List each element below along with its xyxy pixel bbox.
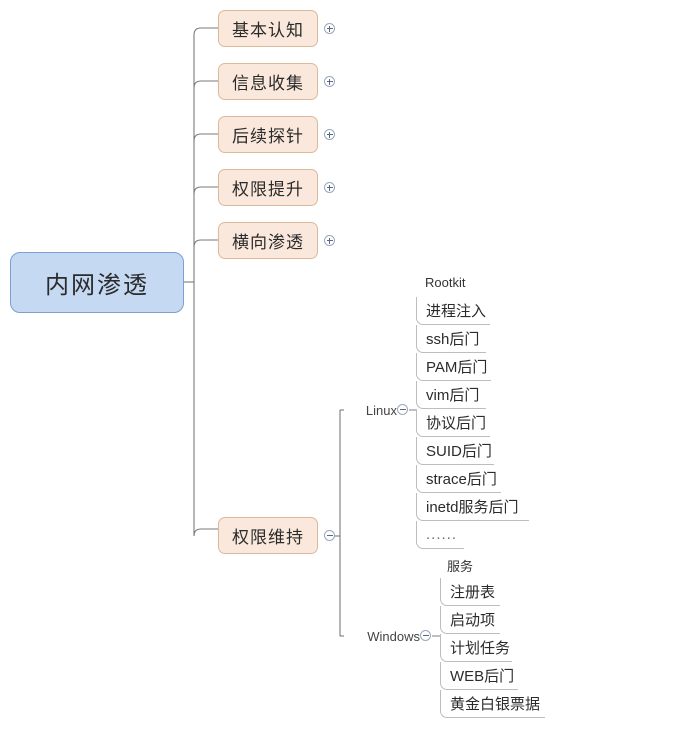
leaf-item[interactable]: 黄金白银票据	[440, 690, 545, 718]
root-node[interactable]: 内网渗透	[10, 252, 184, 313]
leaf-label: vim后门	[426, 387, 480, 404]
leaf-label: 计划任务	[450, 640, 511, 657]
leaf-label: inetd服务后门	[426, 499, 519, 516]
leaf-label: 进程注入	[426, 303, 487, 320]
leaf-item[interactable]: 计划任务	[440, 634, 512, 662]
leaf-item[interactable]: inetd服务后门	[416, 493, 529, 521]
platform-label-text: Linux	[365, 403, 397, 418]
circle-plus-icon-info-gathering[interactable]	[324, 76, 335, 87]
branch-label: 信息收集	[232, 74, 304, 93]
leaf-label: 启动项	[450, 612, 496, 629]
leaf-label: 协议后门	[426, 415, 487, 432]
branch-node-info-gathering[interactable]: 信息收集	[218, 63, 318, 100]
branch-label: 权限提升	[232, 180, 304, 199]
leaf-label: ......	[426, 526, 458, 543]
branch-node-privilege-escalation[interactable]: 权限提升	[218, 169, 318, 206]
platform-label-windows[interactable]: Windows	[345, 629, 420, 644]
circle-plus-icon-lateral-movement[interactable]	[324, 235, 335, 246]
circle-plus-icon-privilege-escalation[interactable]	[324, 182, 335, 193]
platform-label-text: Windows	[367, 629, 420, 644]
circle-plus-icon-follow-up-probe[interactable]	[324, 129, 335, 140]
root-node-label: 内网渗透	[45, 272, 149, 299]
leaf-label: strace后门	[426, 471, 497, 488]
leaf-item[interactable]: SUID后门	[416, 437, 494, 465]
leaf-item[interactable]: PAM后门	[416, 353, 491, 381]
circle-plus-icon-basic-cognition[interactable]	[324, 23, 335, 34]
leaf-item[interactable]: 协议后门	[416, 409, 490, 437]
leaf-item[interactable]: ssh后门	[416, 325, 486, 353]
leaf-label: PAM后门	[426, 359, 488, 376]
leaf-item[interactable]: 启动项	[440, 606, 500, 634]
circle-minus-icon-windows[interactable]	[420, 630, 431, 641]
branch-node-follow-up-probe[interactable]: 后续探针	[218, 116, 318, 153]
platform-label-linux[interactable]: Linux	[345, 403, 397, 418]
leaf-item[interactable]: strace后门	[416, 465, 501, 493]
leaf-item[interactable]: vim后门	[416, 381, 486, 409]
leaf-label: 黄金白银票据	[450, 696, 541, 713]
branch-label: 横向渗透	[232, 233, 304, 252]
leaf-item[interactable]: 进程注入	[416, 297, 490, 325]
branch-label: 权限维持	[232, 528, 304, 547]
group-label-service[interactable]: 服务	[447, 556, 473, 575]
branch-label: 基本认知	[232, 21, 304, 40]
leaf-label: SUID后门	[426, 443, 492, 460]
circle-minus-icon-linux[interactable]	[397, 404, 408, 415]
leaf-label: WEB后门	[450, 668, 515, 685]
leaf-item[interactable]: 注册表	[440, 578, 500, 606]
group-label-text: Rootkit	[425, 275, 466, 290]
branch-node-lateral-movement[interactable]: 横向渗透	[218, 222, 318, 259]
leaf-item-ellipsis[interactable]: ......	[416, 521, 464, 549]
branch-node-basic-cognition[interactable]: 基本认知	[218, 10, 318, 47]
leaf-item[interactable]: WEB后门	[440, 662, 518, 690]
leaf-label: ssh后门	[426, 331, 480, 348]
branch-label: 后续探针	[232, 127, 304, 146]
group-label-text: 服务	[447, 559, 474, 574]
leaf-label: 注册表	[450, 584, 496, 601]
circle-minus-icon-persistence[interactable]	[324, 530, 335, 541]
group-label-rootkit[interactable]: Rootkit	[425, 275, 465, 290]
branch-node-persistence[interactable]: 权限维持	[218, 517, 318, 554]
